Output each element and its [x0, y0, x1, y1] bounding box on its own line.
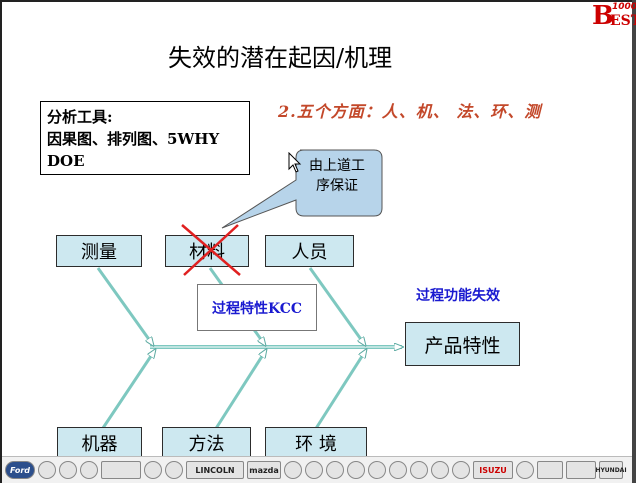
bone-environment	[313, 350, 366, 431]
five-aspects-text: 2.五个方面：人、机、 法、环、测	[278, 102, 542, 121]
callout-bubble	[221, 149, 383, 229]
car-logo-icon	[38, 461, 56, 479]
effect-box: 产品特性	[405, 322, 520, 366]
cause-method: 方法	[162, 427, 251, 459]
logo-number: 1000	[612, 2, 636, 12]
car-logo-icon	[452, 461, 470, 479]
car-logo-icon	[101, 461, 141, 479]
lincoln-logo: LINCOLN	[186, 461, 244, 479]
callout-text: 由上道工 序保证	[296, 156, 378, 196]
cause-environment: 环 境	[265, 427, 367, 459]
kcc-box: 过程特性KCC	[197, 284, 317, 331]
tools-doe: DOE	[47, 152, 85, 170]
mouse-cursor-icon	[288, 152, 302, 173]
analysis-tools-box: 分析工具: 因果图、排列图、5WHY DOE	[40, 101, 250, 175]
mazda-logo: mazda	[247, 461, 281, 479]
car-logo-icon	[305, 461, 323, 479]
callout-line1: 由上道工	[309, 158, 365, 174]
car-logo-icon	[410, 461, 428, 479]
cause-people: 人员	[265, 235, 354, 267]
frame-left-border	[0, 0, 2, 483]
cause-material: 材料	[165, 235, 249, 267]
car-logo-icon	[59, 461, 77, 479]
isuzu-logo: ISUZU	[473, 461, 513, 479]
car-logo-icon	[144, 461, 162, 479]
car-logo-icon	[347, 461, 365, 479]
frame-right-border	[632, 0, 636, 483]
frame-top-border	[0, 0, 636, 2]
hyundai-logo: HYUNDAI	[595, 461, 627, 479]
car-logo-icon	[368, 461, 386, 479]
car-logo-icon	[566, 461, 596, 479]
car-logo-icon	[80, 461, 98, 479]
logo-text: EST	[610, 13, 636, 29]
car-logo-strip: Ford LINCOLN mazda ISUZU HYUNDAI	[2, 456, 632, 483]
cause-machine: 机器	[57, 427, 142, 459]
car-logo-icon	[516, 461, 534, 479]
logo-letter: B	[592, 1, 614, 31]
car-logo-icon	[537, 461, 563, 479]
bone-measure	[96, 267, 153, 345]
failure-label: 过程功能失效	[416, 288, 500, 304]
car-logo-icon	[284, 461, 302, 479]
car-logo-icon	[389, 461, 407, 479]
tools-list: 因果图、排列图、5WHY	[47, 130, 220, 148]
bone-machine	[101, 350, 155, 429]
cause-measure: 测量	[56, 235, 142, 267]
car-logo-icon	[326, 461, 344, 479]
car-logo-icon	[165, 461, 183, 479]
bone-method	[213, 350, 266, 431]
ford-logo: Ford	[5, 461, 35, 479]
best-logo: 1000 B EST	[590, 1, 636, 31]
callout-line2: 序保证	[316, 178, 358, 194]
bone-people	[308, 267, 365, 345]
slide-title: 失效的潜在起因/机理	[168, 44, 393, 72]
tools-heading: 分析工具:	[47, 108, 113, 126]
car-logo-icon	[431, 461, 449, 479]
